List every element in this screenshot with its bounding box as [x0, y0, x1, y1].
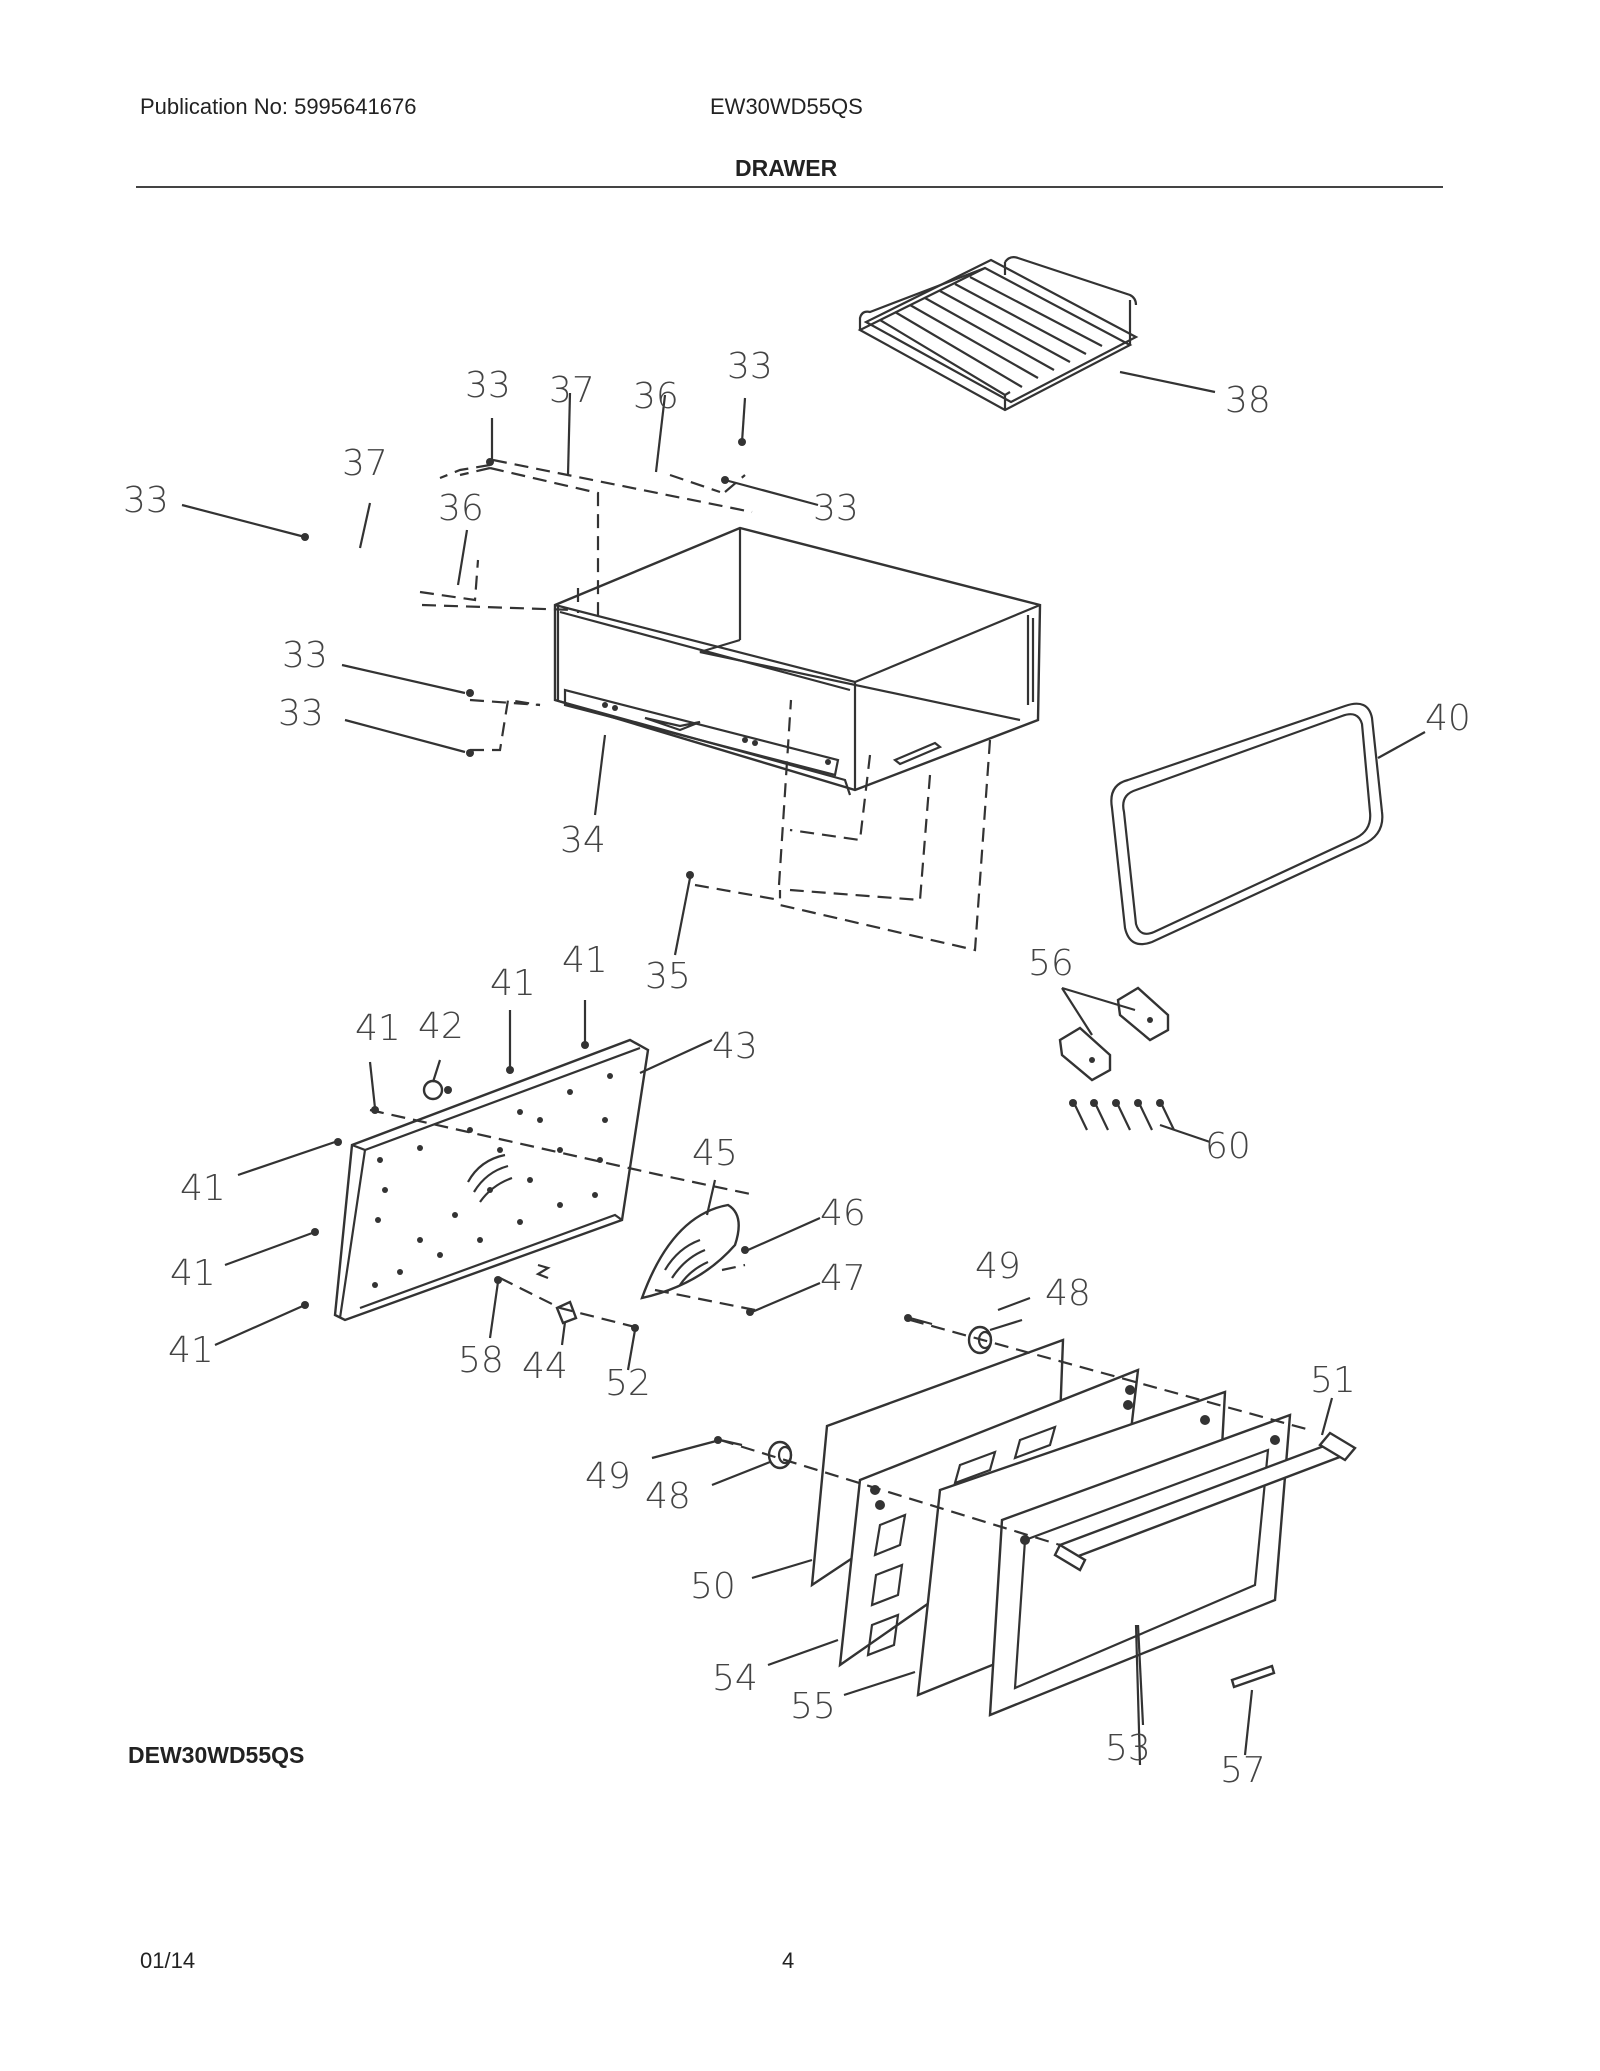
callout-41: 41: [180, 1168, 226, 1209]
callout-41: 41: [355, 1008, 401, 1049]
variant-model-label: DEW30WD55QS: [128, 1742, 305, 1768]
callout-46: 46: [820, 1193, 866, 1234]
callout-33: 33: [282, 635, 328, 676]
callout-56: 56: [1028, 943, 1074, 984]
callout-60: 60: [1205, 1126, 1251, 1167]
callout-35: 35: [645, 956, 691, 997]
callout-48: 48: [645, 1476, 691, 1517]
callout-33: 33: [123, 480, 169, 521]
page-number: 4: [782, 1948, 795, 1973]
callout-34: 34: [560, 820, 606, 861]
callout-55: 55: [790, 1686, 836, 1727]
callout-54: 54: [712, 1658, 758, 1699]
callout-38: 38: [1225, 380, 1271, 421]
callout-49: 49: [585, 1456, 631, 1497]
callout-48: 48: [1045, 1273, 1091, 1314]
callout-58: 58: [458, 1340, 504, 1381]
heat-shield-drawing: [640, 1203, 740, 1300]
publication-number: Publication No: 5995641676: [140, 94, 417, 119]
nameplate-drawing: [1230, 1664, 1276, 1689]
header-divider: [136, 186, 1443, 188]
callout-51: 51: [1310, 1360, 1356, 1401]
revision-date: 01/14: [140, 1948, 196, 1973]
callout-41: 41: [562, 940, 608, 981]
callout-47: 47: [820, 1258, 866, 1299]
callout-33: 33: [278, 693, 324, 734]
callout-33: 33: [465, 365, 511, 406]
door-handle-drawing: [1053, 1431, 1357, 1572]
callout-41: 41: [170, 1253, 216, 1294]
inner-door-panel-drawing: [333, 1038, 650, 1322]
callout-41: 41: [168, 1330, 214, 1371]
callout-33: 33: [813, 488, 859, 529]
callout-43: 43: [712, 1026, 758, 1067]
callout-50: 50: [690, 1566, 736, 1607]
wire-rack-drawing: [857, 256, 1139, 412]
callout-42: 42: [418, 1006, 464, 1047]
callout-49: 49: [975, 1246, 1021, 1287]
mounting-brackets-drawing: [1058, 986, 1170, 1082]
screws-drawing: [1069, 1099, 1175, 1131]
leader-lines: [181, 392, 1334, 1766]
outer-door-panels-drawing: [810, 1338, 1292, 1717]
model-number: EW30WD55QS: [710, 94, 863, 119]
assembly-lines: [369, 458, 1311, 1547]
callout-33: 33: [727, 346, 773, 387]
callout-53: 53: [1105, 1728, 1151, 1769]
callout-44: 44: [522, 1346, 568, 1387]
drawer-box-drawing: [553, 526, 1042, 796]
callout-37: 37: [549, 370, 595, 411]
drawer-gasket-drawing: [1110, 702, 1384, 946]
section-title: DRAWER: [735, 155, 838, 181]
callout-37: 37: [342, 443, 388, 484]
callout-45: 45: [692, 1133, 738, 1174]
callout-41: 41: [490, 963, 536, 1004]
callout-labels: 33 37 36 33 33 37 36 33 33 33 38 34 35 4…: [123, 346, 1471, 1791]
callout-57: 57: [1220, 1750, 1266, 1791]
small-parts-drawing: [422, 1079, 578, 1325]
callout-36: 36: [633, 376, 679, 417]
callout-40: 40: [1425, 698, 1471, 739]
callout-52: 52: [605, 1363, 651, 1404]
callout-36: 36: [438, 488, 484, 529]
